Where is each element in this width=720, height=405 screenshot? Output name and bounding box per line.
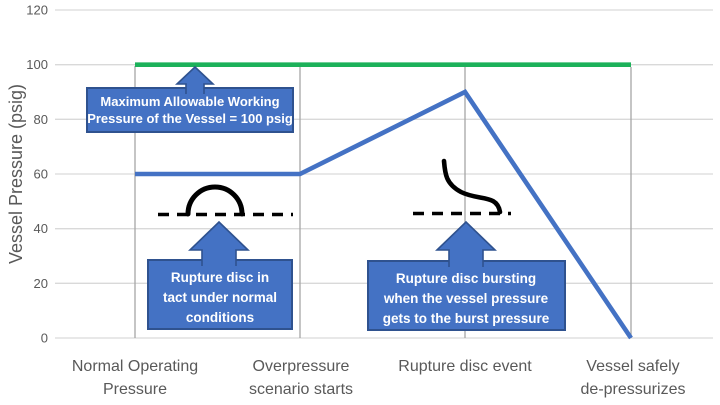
y-tick-40: 40 xyxy=(34,221,48,236)
y-tick-20: 20 xyxy=(34,276,48,291)
burst-disc-callout-arrow-up-icon xyxy=(435,220,497,267)
burst-disc-callout-line1: Rupture disc bursting xyxy=(396,271,536,286)
x-label-1-line2: Pressure xyxy=(103,381,167,398)
intact-disc-callout: Rupture disc in tact under normal condit… xyxy=(147,220,293,330)
x-label-2-line1: Overpressure xyxy=(253,358,350,375)
intact-disc-callout-arrow-up-icon xyxy=(188,220,250,266)
x-label-2-line2: scenario starts xyxy=(249,381,353,398)
y-tick-60: 60 xyxy=(34,167,48,182)
x-label-4-line1: Vessel safely xyxy=(586,358,679,375)
y-tick-100: 100 xyxy=(26,57,48,72)
intact-disc-callout-line2: tact under normal xyxy=(163,290,277,305)
mawp-callout: Maximum Allowable Working Pressure of th… xyxy=(86,65,294,133)
y-tick-0: 0 xyxy=(41,331,48,346)
y-tick-120: 120 xyxy=(26,3,48,18)
intact-disc-callout-line1: Rupture disc in xyxy=(171,270,269,285)
y-axis-tick-labels: 120 100 80 60 40 20 0 xyxy=(26,3,48,346)
x-label-1-line1: Normal Operating xyxy=(72,358,198,375)
mawp-callout-arrow-up-icon xyxy=(174,65,216,94)
y-axis-title: Vessel Pressure (psig) xyxy=(6,84,26,264)
burst-rupture-disc-icon xyxy=(413,158,511,216)
burst-disc-callout-box xyxy=(367,260,566,331)
burst-disc-callout-line2: when the vessel pressure xyxy=(383,291,549,306)
vessel-pressure-line xyxy=(135,89,633,340)
x-label-3-line1: Rupture disc event xyxy=(398,358,532,375)
mawp-callout-line2: Pressure of the Vessel = 100 psig xyxy=(87,111,293,126)
burst-disc-callout: Rupture disc bursting when the vessel pr… xyxy=(367,220,566,331)
x-label-4-line2: de-pressurizes xyxy=(581,381,686,398)
dome-rupture-disc-icon xyxy=(158,184,293,217)
x-axis-category-labels: Normal Operating Pressure Overpressure s… xyxy=(72,358,686,398)
intact-disc-callout-line3: conditions xyxy=(186,310,254,325)
y-tick-80: 80 xyxy=(34,112,48,127)
mawp-callout-line1: Maximum Allowable Working xyxy=(100,94,279,109)
burst-disc-callout-line3: gets to the burst pressure xyxy=(383,311,550,326)
